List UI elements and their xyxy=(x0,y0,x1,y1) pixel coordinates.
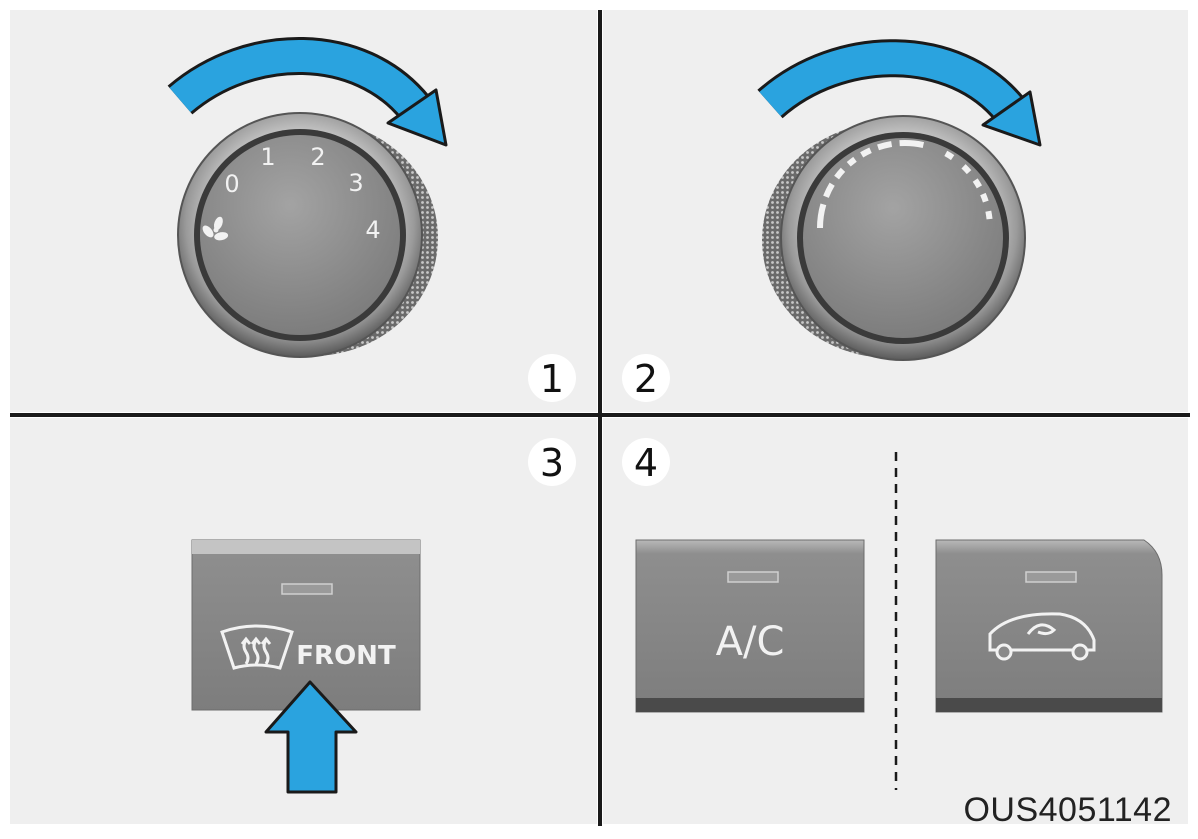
front-defrost-label: FRONT xyxy=(296,641,396,671)
fan-label-2: 2 xyxy=(310,143,325,171)
ac-button-body xyxy=(635,539,865,713)
windshield-defrost-icon xyxy=(220,624,294,670)
fan-label-0: 0 xyxy=(224,170,239,198)
front-defrost-button-body xyxy=(191,539,421,711)
ac-button[interactable]: A/C xyxy=(635,539,865,713)
fan-speed-dial[interactable]: 0 1 2 3 4 xyxy=(177,112,438,358)
temperature-dial[interactable] xyxy=(762,115,1026,361)
ac-indicator xyxy=(727,571,779,583)
fan-icon xyxy=(202,216,229,241)
fan-dial-face xyxy=(200,135,400,335)
front-defrost-indicator xyxy=(281,583,333,595)
front-defrost-button-top xyxy=(192,540,420,554)
press-up-arrow xyxy=(264,680,358,794)
svg-text:2: 2 xyxy=(634,357,658,401)
recirculation-button-bottom xyxy=(936,698,1162,712)
ac-button-bottom xyxy=(636,698,864,712)
temp-dial-face xyxy=(803,138,1003,338)
panel-number-1: 1 xyxy=(528,354,576,402)
figure-code: OUS4051142 xyxy=(963,791,1172,829)
ac-label: A/C xyxy=(716,619,785,665)
svg-text:3: 3 xyxy=(540,441,564,485)
panel-number-2: 2 xyxy=(622,354,670,402)
rotate-clockwise-arrow-1 xyxy=(167,37,448,147)
fan-label-4: 4 xyxy=(365,216,380,244)
panel-number-4: 4 xyxy=(622,438,670,486)
svg-text:1: 1 xyxy=(540,357,564,401)
fan-label-3: 3 xyxy=(348,169,363,197)
panel-number-3: 3 xyxy=(528,438,576,486)
recirculation-indicator xyxy=(1025,571,1077,583)
recirculation-button[interactable] xyxy=(935,539,1163,713)
svg-text:4: 4 xyxy=(634,441,658,485)
car-recirculation-icon xyxy=(988,612,1096,661)
fan-label-1: 1 xyxy=(260,143,275,171)
temperature-arc-icon xyxy=(817,140,993,229)
front-defrost-button[interactable]: FRONT xyxy=(191,539,421,711)
rotate-clockwise-arrow-2 xyxy=(757,39,1042,147)
